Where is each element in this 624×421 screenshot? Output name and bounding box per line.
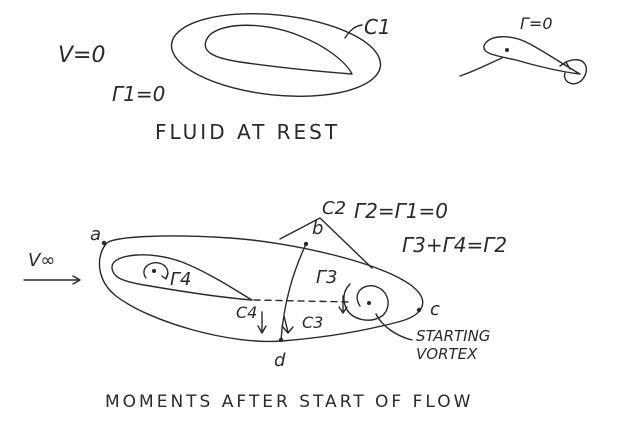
point-a-marker	[101, 240, 107, 246]
label-c4: C4	[236, 303, 257, 322]
label-point-d: d	[274, 350, 286, 371]
vortex-leader-line	[375, 313, 413, 341]
small-airfoil-center-dot	[505, 48, 509, 52]
gamma3-down-arrow	[338, 295, 348, 314]
streamline-left	[459, 57, 503, 77]
c1-leader-line	[344, 24, 363, 39]
label-velocity-zero: V=0	[58, 43, 105, 68]
label-c1: C1	[364, 15, 391, 39]
point-d-marker	[278, 337, 284, 343]
equation-circulation-1: Γ2=Γ1=0	[354, 199, 448, 223]
freestream-arrow	[23, 275, 81, 285]
dividing-line-bd	[280, 243, 307, 341]
vortex-center-dot	[367, 301, 371, 305]
point-b-marker	[303, 241, 309, 247]
point-c-marker	[416, 307, 422, 313]
equation-circulation-2: Γ3+Γ4=Γ2	[402, 233, 507, 257]
label-point-b: b	[312, 218, 323, 239]
label-starting: STARTING	[416, 327, 490, 345]
label-gamma1-zero: Γ1=0	[112, 82, 165, 106]
label-c2: C2	[322, 198, 346, 219]
label-small-gamma-zero: Γ=0	[520, 14, 553, 33]
label-gamma4: Γ4	[170, 269, 191, 290]
loop-arrowhead	[559, 61, 571, 70]
airfoil-bottom-center-dot	[152, 269, 156, 273]
gamma4-arrowhead	[161, 272, 169, 280]
starting-vortex-spiral	[343, 283, 389, 321]
zero-circulation-loop	[563, 59, 587, 85]
label-freestream: V∞	[28, 250, 55, 271]
airfoil-bottom	[111, 254, 253, 301]
small-airfoil	[483, 36, 581, 75]
airfoil-top	[204, 24, 353, 75]
c3-arrow	[281, 315, 294, 334]
label-point-a: a	[90, 224, 101, 245]
top-panel: C1 V=0 Γ1=0 Γ=0 FLUID AT REST	[58, 13, 587, 144]
contour-c1	[170, 13, 382, 97]
bottom-panel: Γ4 C2 Γ3 C4 C3 STARTING VORTEX V∞ a b c	[23, 198, 507, 412]
label-gamma3: Γ3	[316, 267, 337, 288]
label-point-c: c	[430, 299, 440, 320]
wake-line	[253, 299, 351, 303]
caption-bottom: MOMENTS AFTER START OF FLOW	[105, 392, 473, 412]
c2-leader-lines	[279, 217, 373, 269]
label-vortex: VORTEX	[416, 345, 478, 363]
label-c3: C3	[302, 313, 323, 332]
caption-top: FLUID AT REST	[155, 120, 340, 144]
outer-contour	[98, 235, 424, 343]
c4-arrow	[257, 311, 267, 334]
